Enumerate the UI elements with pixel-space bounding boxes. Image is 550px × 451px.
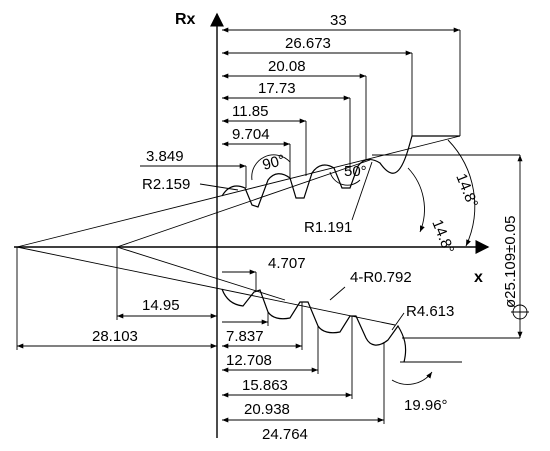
angle-14-8-outer: 14.8° bbox=[452, 171, 481, 210]
r4792-leader bbox=[329, 286, 346, 301]
dim-1185-label: 11.85 bbox=[232, 103, 268, 120]
diameter-label: ø25.109±0.05 bbox=[502, 216, 519, 308]
r4613-leader bbox=[391, 312, 405, 331]
upper-thread-profile bbox=[221, 135, 460, 208]
angle-90-arc bbox=[251, 154, 291, 181]
dim-4707-label: 4.707 bbox=[268, 255, 306, 272]
dim-26673-label: 26.673 bbox=[285, 35, 331, 52]
dim-28103-label: 28.103 bbox=[92, 328, 138, 345]
radius-r1191: R1.191 bbox=[304, 219, 352, 236]
angle-50-arc bbox=[329, 171, 361, 186]
radius-r2159: R2.159 bbox=[142, 176, 190, 193]
lower-taper-line bbox=[16, 246, 396, 326]
upper-taper-line bbox=[16, 135, 461, 248]
dim-9704-label: 9.704 bbox=[232, 126, 270, 143]
dim-33-label: 33 bbox=[330, 12, 347, 29]
angle-50: 50° bbox=[344, 163, 367, 180]
diameter-label-group: ø25.109±0.05 bbox=[502, 216, 519, 308]
r2159-leader bbox=[199, 183, 239, 191]
angle-14-8-inner: 14.8° bbox=[428, 217, 457, 256]
dim-7837-label: 7.837 bbox=[226, 328, 264, 345]
upper-taper-line-2 bbox=[116, 159, 371, 248]
dim-1773-label: 17.73 bbox=[258, 80, 296, 97]
dim-3849-label: 3.849 bbox=[146, 148, 184, 165]
lower-taper-line-2 bbox=[116, 246, 286, 301]
angle-90: 90° bbox=[261, 152, 287, 174]
angle-19-96: 19.96° bbox=[404, 397, 448, 414]
angle-14-8-inner-arc bbox=[407, 167, 425, 233]
rx-axis-label: Rx bbox=[175, 11, 196, 28]
angle-14-8-outer-arc bbox=[447, 139, 476, 247]
radius-4-r0792: 4-R0.792 bbox=[350, 269, 412, 286]
dim-1495-label: 14.95 bbox=[142, 297, 180, 314]
dim-24764-label: 24.764 bbox=[262, 426, 308, 443]
dim-20938-label: 20.938 bbox=[244, 401, 290, 418]
dim-2008-label: 20.08 bbox=[268, 58, 306, 75]
lower-thread-profile bbox=[221, 288, 407, 363]
r1191-leader bbox=[351, 161, 373, 221]
x-axis-label: x bbox=[474, 269, 483, 286]
radius-r4613: R4.613 bbox=[406, 303, 454, 320]
dim-12708-label: 12.708 bbox=[226, 352, 272, 369]
angle-19-96-arc bbox=[391, 371, 433, 385]
dim-15863-label: 15.863 bbox=[242, 377, 288, 394]
